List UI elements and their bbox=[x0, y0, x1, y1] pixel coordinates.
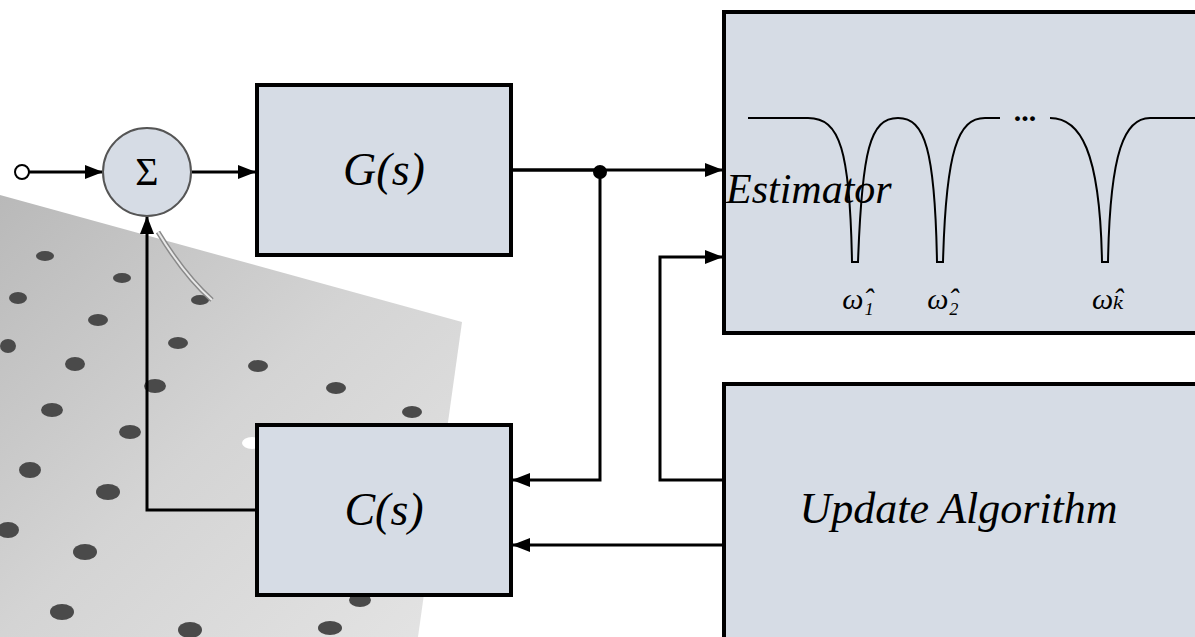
update-algorithm-box: Update Algorithm bbox=[722, 382, 1195, 637]
node-text: Σ bbox=[135, 150, 158, 194]
node-text: Estimator bbox=[726, 166, 892, 212]
notch-frequency-label: ω̂₁ bbox=[842, 282, 874, 315]
node-text: G(s) bbox=[343, 145, 425, 196]
ellipsis: ... bbox=[1011, 94, 1040, 127]
sensor-wire bbox=[158, 232, 212, 300]
input-line bbox=[29, 171, 102, 174]
signal-connector bbox=[147, 217, 255, 510]
sensor-wire-highlight bbox=[158, 232, 212, 300]
signal-connector bbox=[660, 257, 722, 480]
signal-connector bbox=[192, 171, 255, 174]
plant-box: G(s) bbox=[255, 83, 513, 257]
summing-junction: Σ bbox=[102, 127, 192, 217]
notch-frequency-label: ω̂ₖ bbox=[1092, 282, 1124, 315]
node-text: Update Algorithm bbox=[799, 485, 1117, 533]
node-text: C(s) bbox=[344, 485, 423, 536]
signal-connector bbox=[513, 170, 600, 480]
controller-box: C(s) bbox=[255, 423, 513, 597]
input-terminal bbox=[15, 165, 29, 179]
notch-frequency-label: ω̂₂ bbox=[927, 282, 959, 315]
signal-connector bbox=[513, 544, 722, 547]
